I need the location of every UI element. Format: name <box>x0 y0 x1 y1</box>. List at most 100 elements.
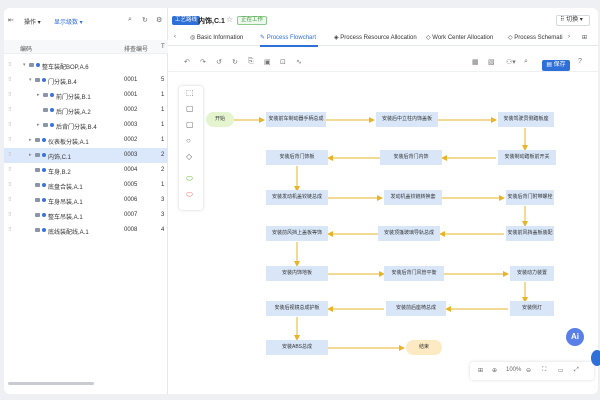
image-icon[interactable]: ▧ <box>488 59 495 66</box>
flow-node[interactable]: 安装驾驶员侧踏板座 <box>498 112 554 127</box>
chevron-right-icon[interactable]: › <box>568 34 570 40</box>
flow-node[interactable]: 安装动力装置 <box>510 266 554 281</box>
drag-handle-icon[interactable]: ⠿ <box>8 197 12 203</box>
copy-icon[interactable]: ⎘ <box>248 58 254 65</box>
flow-node[interactable]: 安装后背门风管平衡 <box>384 266 444 281</box>
flow-node[interactable]: 安装顶篷玻璃导轨总成 <box>378 226 440 241</box>
chevron-right-icon[interactable]: ▸ <box>37 122 40 128</box>
refresh-icon[interactable]: ↻ <box>142 17 148 24</box>
tree-horizontal-scrollbar[interactable] <box>8 382 94 385</box>
settings-icon[interactable]: ⚙ <box>156 17 163 24</box>
flow-node[interactable]: 安装前车制动器手柄总成 <box>266 112 326 127</box>
drag-handle-icon[interactable]: ⠿ <box>8 92 12 98</box>
drag-handle-icon[interactable]: ⠿ <box>8 167 12 173</box>
rounded-rect-shape-icon[interactable]: ▢ <box>186 120 194 129</box>
flow-connectors <box>234 117 528 351</box>
collapse-panel-icon[interactable]: ⇤ <box>8 17 14 24</box>
view-switch-select[interactable]: ⠿ 切换 ▾ <box>556 15 590 26</box>
flow-node[interactable]: 安装后背门饰板 <box>266 150 328 165</box>
fit-view-icon[interactable]: ⊞ <box>478 368 484 374</box>
circle-shape-icon[interactable]: ○ <box>186 136 191 145</box>
tree-row[interactable]: ⠿ 后门分装,A.2 0002 1 <box>4 103 168 118</box>
tree-row[interactable]: ⠿ ▸ 后背门分装,B.4 0003 1 <box>4 118 168 133</box>
undo-icon[interactable]: ↶ <box>184 59 190 66</box>
flow-node[interactable]: 安装后背门内饰 <box>380 150 442 165</box>
flow-node[interactable]: 安装前风挡盖板装配 <box>506 226 554 241</box>
tree-row[interactable]: ⠿ ▸ 前门分装,B.1 0001 1 <box>4 88 168 103</box>
tree-row[interactable]: ⠿ ▾ 门分装,B.4 0001 5 <box>4 73 168 88</box>
display-level-dropdown[interactable]: 显示级数 ▾ <box>54 20 83 26</box>
tab-basic-information[interactable]: ◎ Basic Information <box>190 35 244 41</box>
user-icon[interactable]: ⚇▾ <box>506 59 516 66</box>
end-oval-shape-icon[interactable]: ⬭ <box>186 190 193 199</box>
tab-process-resource-allocation[interactable]: ◈ Process Resource Allocation <box>334 35 417 41</box>
drag-handle-icon[interactable]: ⠿ <box>8 212 12 218</box>
chevron-down-icon[interactable]: ▾ <box>23 62 26 68</box>
tree-row[interactable]: ⠿ ▸ 仪表板分装,A.1 0002 1 <box>4 133 168 148</box>
expand-icon[interactable]: ⤢ <box>574 367 579 373</box>
tree-row[interactable]: ⠿ 车身,B.2 0004 2 <box>4 163 168 178</box>
start-oval-shape-icon[interactable]: ⬭ <box>186 174 193 183</box>
flow-node[interactable]: 安装前风挡上盖板等饰 <box>266 226 328 241</box>
connector-icon[interactable]: ∿ <box>296 59 302 66</box>
tree-row[interactable]: ⠿ 车身吊装,A.1 0006 3 <box>4 193 168 208</box>
diamond-shape-icon[interactable]: ◇ <box>186 152 193 161</box>
fullscreen-icon[interactable]: ⛶ <box>542 367 547 373</box>
search-icon[interactable]: ⌕ <box>128 16 132 23</box>
tree-row[interactable]: ⠿ 底线装配线,A.1 0008 4 <box>4 223 168 238</box>
flow-node[interactable]: 安装后中立柱内饰盖板 <box>376 112 438 127</box>
align-icon[interactable]: ⊡ <box>280 59 286 66</box>
rotate-right-icon[interactable]: ↻ <box>232 59 238 66</box>
drag-handle-icon[interactable]: ⠿ <box>8 137 12 143</box>
star-icon[interactable]: ☆ <box>226 15 234 24</box>
select-tool-icon[interactable]: ⬚ <box>186 88 194 97</box>
tree-row[interactable]: ⠿ ▾ 整车装配BOP,A.6 <box>4 58 168 73</box>
minimap-icon[interactable]: ▭ <box>558 368 564 374</box>
tab-work-center-allocation[interactable]: ◇ Work Center Allocation <box>426 35 494 41</box>
drag-handle-icon[interactable]: ⠿ <box>8 152 12 158</box>
flow-node[interactable]: 安装后视镜总成护板 <box>266 301 328 316</box>
drag-handle-icon[interactable]: ⠿ <box>8 107 12 113</box>
status-dot <box>50 108 54 112</box>
tree-row[interactable]: ⠿ 整车吊装,A.1 0007 3 <box>4 208 168 223</box>
tree-row-selected[interactable]: ⠿ ▸ 内饰,C.1 0003 2 <box>4 148 168 163</box>
flow-end-node[interactable]: 结束 <box>406 340 442 355</box>
help-icon[interactable]: ? <box>578 58 582 65</box>
flow-node[interactable]: 安装ABS总成 <box>266 340 328 355</box>
flow-node[interactable]: 安装侧灯 <box>510 301 554 316</box>
ops-dropdown[interactable]: 操作 ▾ <box>24 20 41 26</box>
flow-node[interactable]: 安装发动机盖铰链总成 <box>266 190 328 205</box>
save-button[interactable]: ▤ 保存 <box>542 60 570 71</box>
grid-icon[interactable]: ▦ <box>472 59 479 66</box>
rotate-left-icon[interactable]: ↺ <box>216 59 222 66</box>
chevron-right-icon[interactable]: ▸ <box>29 152 32 158</box>
save-file-icon[interactable]: ▣ <box>264 59 271 66</box>
tab-process-flowchart[interactable]: ✎ Process Flowchart <box>260 35 317 41</box>
flow-node[interactable]: 安装后背门附带螺栓 <box>506 190 554 205</box>
drag-handle-icon[interactable]: ⠿ <box>8 182 12 188</box>
redo-icon[interactable]: ↷ <box>200 59 206 66</box>
flow-node[interactable]: 发动机盖铰链转换套 <box>384 190 442 205</box>
zoom-out-icon[interactable]: ⊖ <box>526 368 532 374</box>
chevron-right-icon[interactable]: ▸ <box>37 92 40 98</box>
tree-row[interactable]: ⠿ 底盘合装,A.1 0005 1 <box>4 178 168 193</box>
flowchart-canvas[interactable]: 开始 安装前车制动器手柄总成 安装后中立柱内饰盖板 安装驾驶员侧踏板座 安装后背… <box>204 78 598 378</box>
drag-handle-icon[interactable]: ⠿ <box>8 62 12 68</box>
floating-help-button[interactable] <box>591 350 600 366</box>
flow-node[interactable]: 安装前后座椅总成 <box>386 301 446 316</box>
flow-start-node[interactable]: 开始 <box>206 112 234 127</box>
tab-process-schematic[interactable]: ◇ Process Schemati <box>508 35 563 41</box>
drag-handle-icon[interactable]: ⠿ <box>8 77 12 83</box>
chevron-down-icon[interactable]: ▾ <box>29 77 32 83</box>
rectangle-shape-icon[interactable]: ▢ <box>186 104 194 113</box>
ai-assistant-button[interactable]: Ai <box>566 328 584 346</box>
add-tab-icon[interactable]: ⊞ <box>582 35 588 41</box>
flow-node[interactable]: 安装内饰地板 <box>266 266 328 281</box>
flow-node[interactable]: 安装制动踏板前开关 <box>498 150 556 165</box>
chevron-left-icon[interactable]: ‹ <box>174 34 176 40</box>
search-icon[interactable]: ⌕ <box>524 58 528 65</box>
chevron-right-icon[interactable]: ▸ <box>29 137 32 143</box>
drag-handle-icon[interactable]: ⠿ <box>8 227 12 233</box>
zoom-in-icon[interactable]: ⊕ <box>492 368 498 374</box>
drag-handle-icon[interactable]: ⠿ <box>8 122 12 128</box>
